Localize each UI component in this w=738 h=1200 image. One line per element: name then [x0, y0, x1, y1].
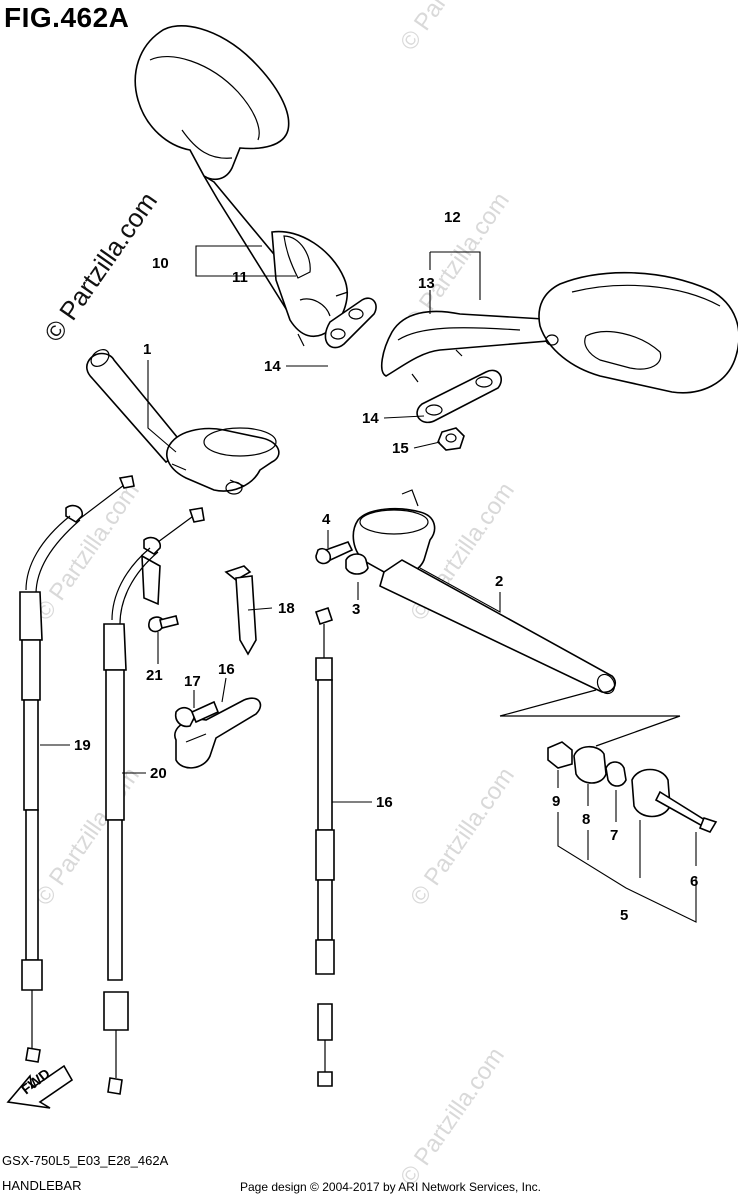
callout-20: 19: [74, 737, 91, 754]
cable-guide-19: [224, 565, 257, 656]
callout-22: 21: [146, 667, 163, 684]
callout-15: 15: [392, 440, 409, 457]
callout-11: 11: [232, 269, 248, 286]
throttle-cable-20: [19, 475, 135, 1063]
callout-14-left: 14: [264, 358, 281, 375]
figure-title: FIG.462A: [4, 2, 130, 33]
washer-3: [345, 553, 369, 575]
callout-19: 18: [278, 600, 295, 617]
callout-3: 3: [352, 601, 360, 618]
nut-15: [437, 427, 465, 451]
callout-10: 10: [152, 255, 169, 272]
callout-17: 16: [218, 661, 235, 678]
callout-leaders: [40, 245, 697, 923]
callout-9: 9: [552, 793, 560, 810]
callout-1: 1: [143, 341, 151, 358]
balancer-assembly: [499, 689, 718, 833]
callout-8: 8: [582, 811, 590, 828]
page-credit: Page design © 2004-2017 by ARI Network S…: [240, 1180, 542, 1194]
left-handlebar: [86, 349, 280, 495]
clutch-cable-16: [314, 606, 335, 1087]
right-handlebar: [352, 489, 617, 695]
callout-4: 4: [322, 511, 331, 528]
callout-14-right: 14: [362, 410, 379, 427]
model-code: GSX-750L5_E03_E28_462A: [2, 1153, 169, 1168]
bolt-4: [315, 541, 354, 565]
callout-7: 7: [610, 827, 618, 844]
callout-12: 12: [444, 209, 461, 226]
callout-16: 16: [376, 794, 393, 811]
callout-5: 5: [620, 907, 628, 924]
right-mirror: [380, 271, 738, 394]
fwd-direction-badge: FWD: [6, 1064, 74, 1109]
plate-left: [324, 297, 377, 349]
screw-22: [148, 615, 179, 633]
callout-2: 2: [495, 573, 503, 590]
callout-21: 20: [150, 765, 167, 782]
throttle-cable-21: [103, 507, 205, 1095]
section-name: HANDLEBAR: [2, 1178, 82, 1193]
left-mirror: [134, 25, 349, 347]
callout-13: 13: [418, 275, 435, 292]
callout-6: 6: [690, 873, 698, 890]
callout-18: 17: [184, 673, 201, 690]
bolt-18: [174, 700, 220, 728]
plate-right: [416, 369, 502, 424]
